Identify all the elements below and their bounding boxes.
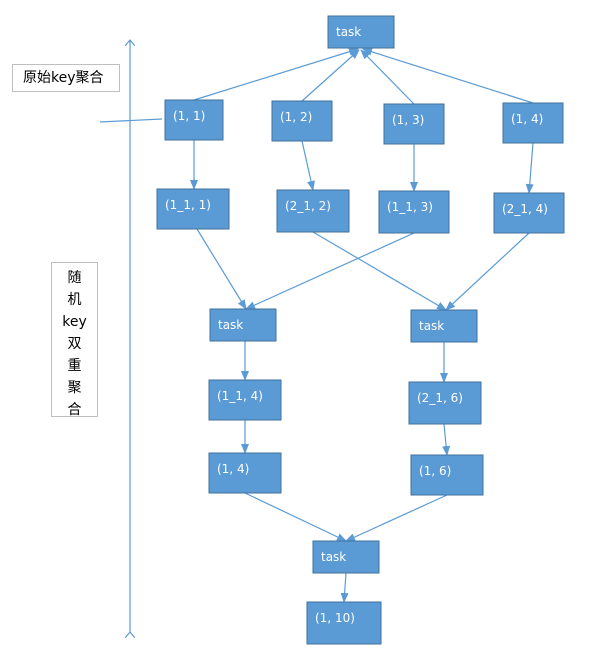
node-label: (1, 6) [419,464,451,478]
node-n11: (1, 1) [164,99,224,141]
node-label: (1_1, 1) [165,198,211,212]
node-label: (1_1, 4) [217,389,263,403]
node-m111: (1_1, 1) [156,188,230,230]
node-label: (1, 1) [173,109,205,123]
node-box [312,540,380,574]
node-label: task [336,25,361,39]
edge-arrow-n14-to-task_top [362,47,534,104]
node-box [208,452,282,494]
node-task_bottom: task [312,540,380,574]
node-label: (1, 3) [392,113,424,127]
node-box [156,188,230,230]
node-m214: (2_1, 4) [493,192,565,234]
edge-arrow-n12-to-task_top [301,49,360,102]
node-task_left: task [209,308,277,342]
node-box [502,102,564,144]
node-n13: (1, 3) [383,103,445,145]
node-box [327,15,395,49]
node-label: (2_1, 6) [417,391,463,405]
node-label: task [321,550,346,564]
label-char: 随 [67,270,82,286]
node-m113: (1_1, 3) [378,190,450,234]
node-q14: (1, 4) [208,452,282,494]
label-char: 聚 [67,380,82,396]
node-n12: (1, 2) [271,100,333,142]
node-box [410,454,484,496]
node-box [276,189,350,233]
edge-arrow-n13-to-task_top [360,49,415,105]
nodes-layer: task (1, 1) (1, 2) (1, 3) (1, 4) (1_1, 1) (2_1… [156,15,565,645]
edge-arrow-q14-to-task_bottom [244,492,347,542]
edge-arrow-m214-to-task_right [445,232,530,311]
node-box [410,309,478,343]
separator-line [99,118,163,123]
node-task_right: task [410,309,478,343]
label-char: 机 [67,292,82,308]
label-char: 双 [67,336,82,352]
node-box [383,103,445,145]
node-q16: (1, 6) [410,454,484,496]
node-p114: (1_1, 4) [208,379,282,421]
raw-key-aggregation-text: 原始key聚合 [23,70,104,86]
node-label: (1, 10) [315,611,355,625]
node-box [306,601,382,645]
node-box [209,308,277,342]
node-p216: (2_1, 6) [408,381,482,425]
node-box [164,99,224,141]
edge-arrow-q16-to-task_bottom [345,494,448,542]
edge-arrow-m111-to-task_left [196,228,247,310]
raw-key-aggregation-label: 原始key聚合 [12,64,120,92]
node-m212: (2_1, 2) [276,189,350,233]
node-n14: (1, 4) [502,102,564,144]
node-label: (2_1, 2) [285,199,331,213]
edge-arrow-p216-to-q16 [442,423,451,456]
random-key-double-aggregation-label: 随 机 key 双 重 聚 合 [51,262,98,418]
node-box [378,190,450,234]
label-char: key [62,314,87,330]
edge-arrow-n12-to-m212 [301,140,315,191]
edge-arrow-n14-to-m214 [525,142,534,194]
node-box [408,381,482,425]
node-task_top: task [327,15,395,49]
node-label: (2_1, 4) [502,202,548,216]
node-label: (1_1, 3) [387,200,433,214]
edges-layer [190,47,534,603]
edge-arrow-n11-to-task_top [193,47,359,101]
node-label: (1, 4) [511,112,543,126]
node-box [493,192,565,234]
edge-arrow-m113-to-task_left [245,232,415,310]
edge-arrow-task_bottom-to-r110 [340,572,349,603]
label-char: 合 [67,402,82,418]
node-label: (1, 2) [280,110,312,124]
node-label: task [419,319,444,333]
node-label: (1, 4) [217,462,249,476]
node-box [208,379,282,421]
edge-arrow-m212-to-task_right [312,231,447,311]
node-label: task [218,318,243,332]
node-box [271,100,333,142]
label-char: 重 [67,358,82,374]
node-r110: (1, 10) [306,601,382,645]
